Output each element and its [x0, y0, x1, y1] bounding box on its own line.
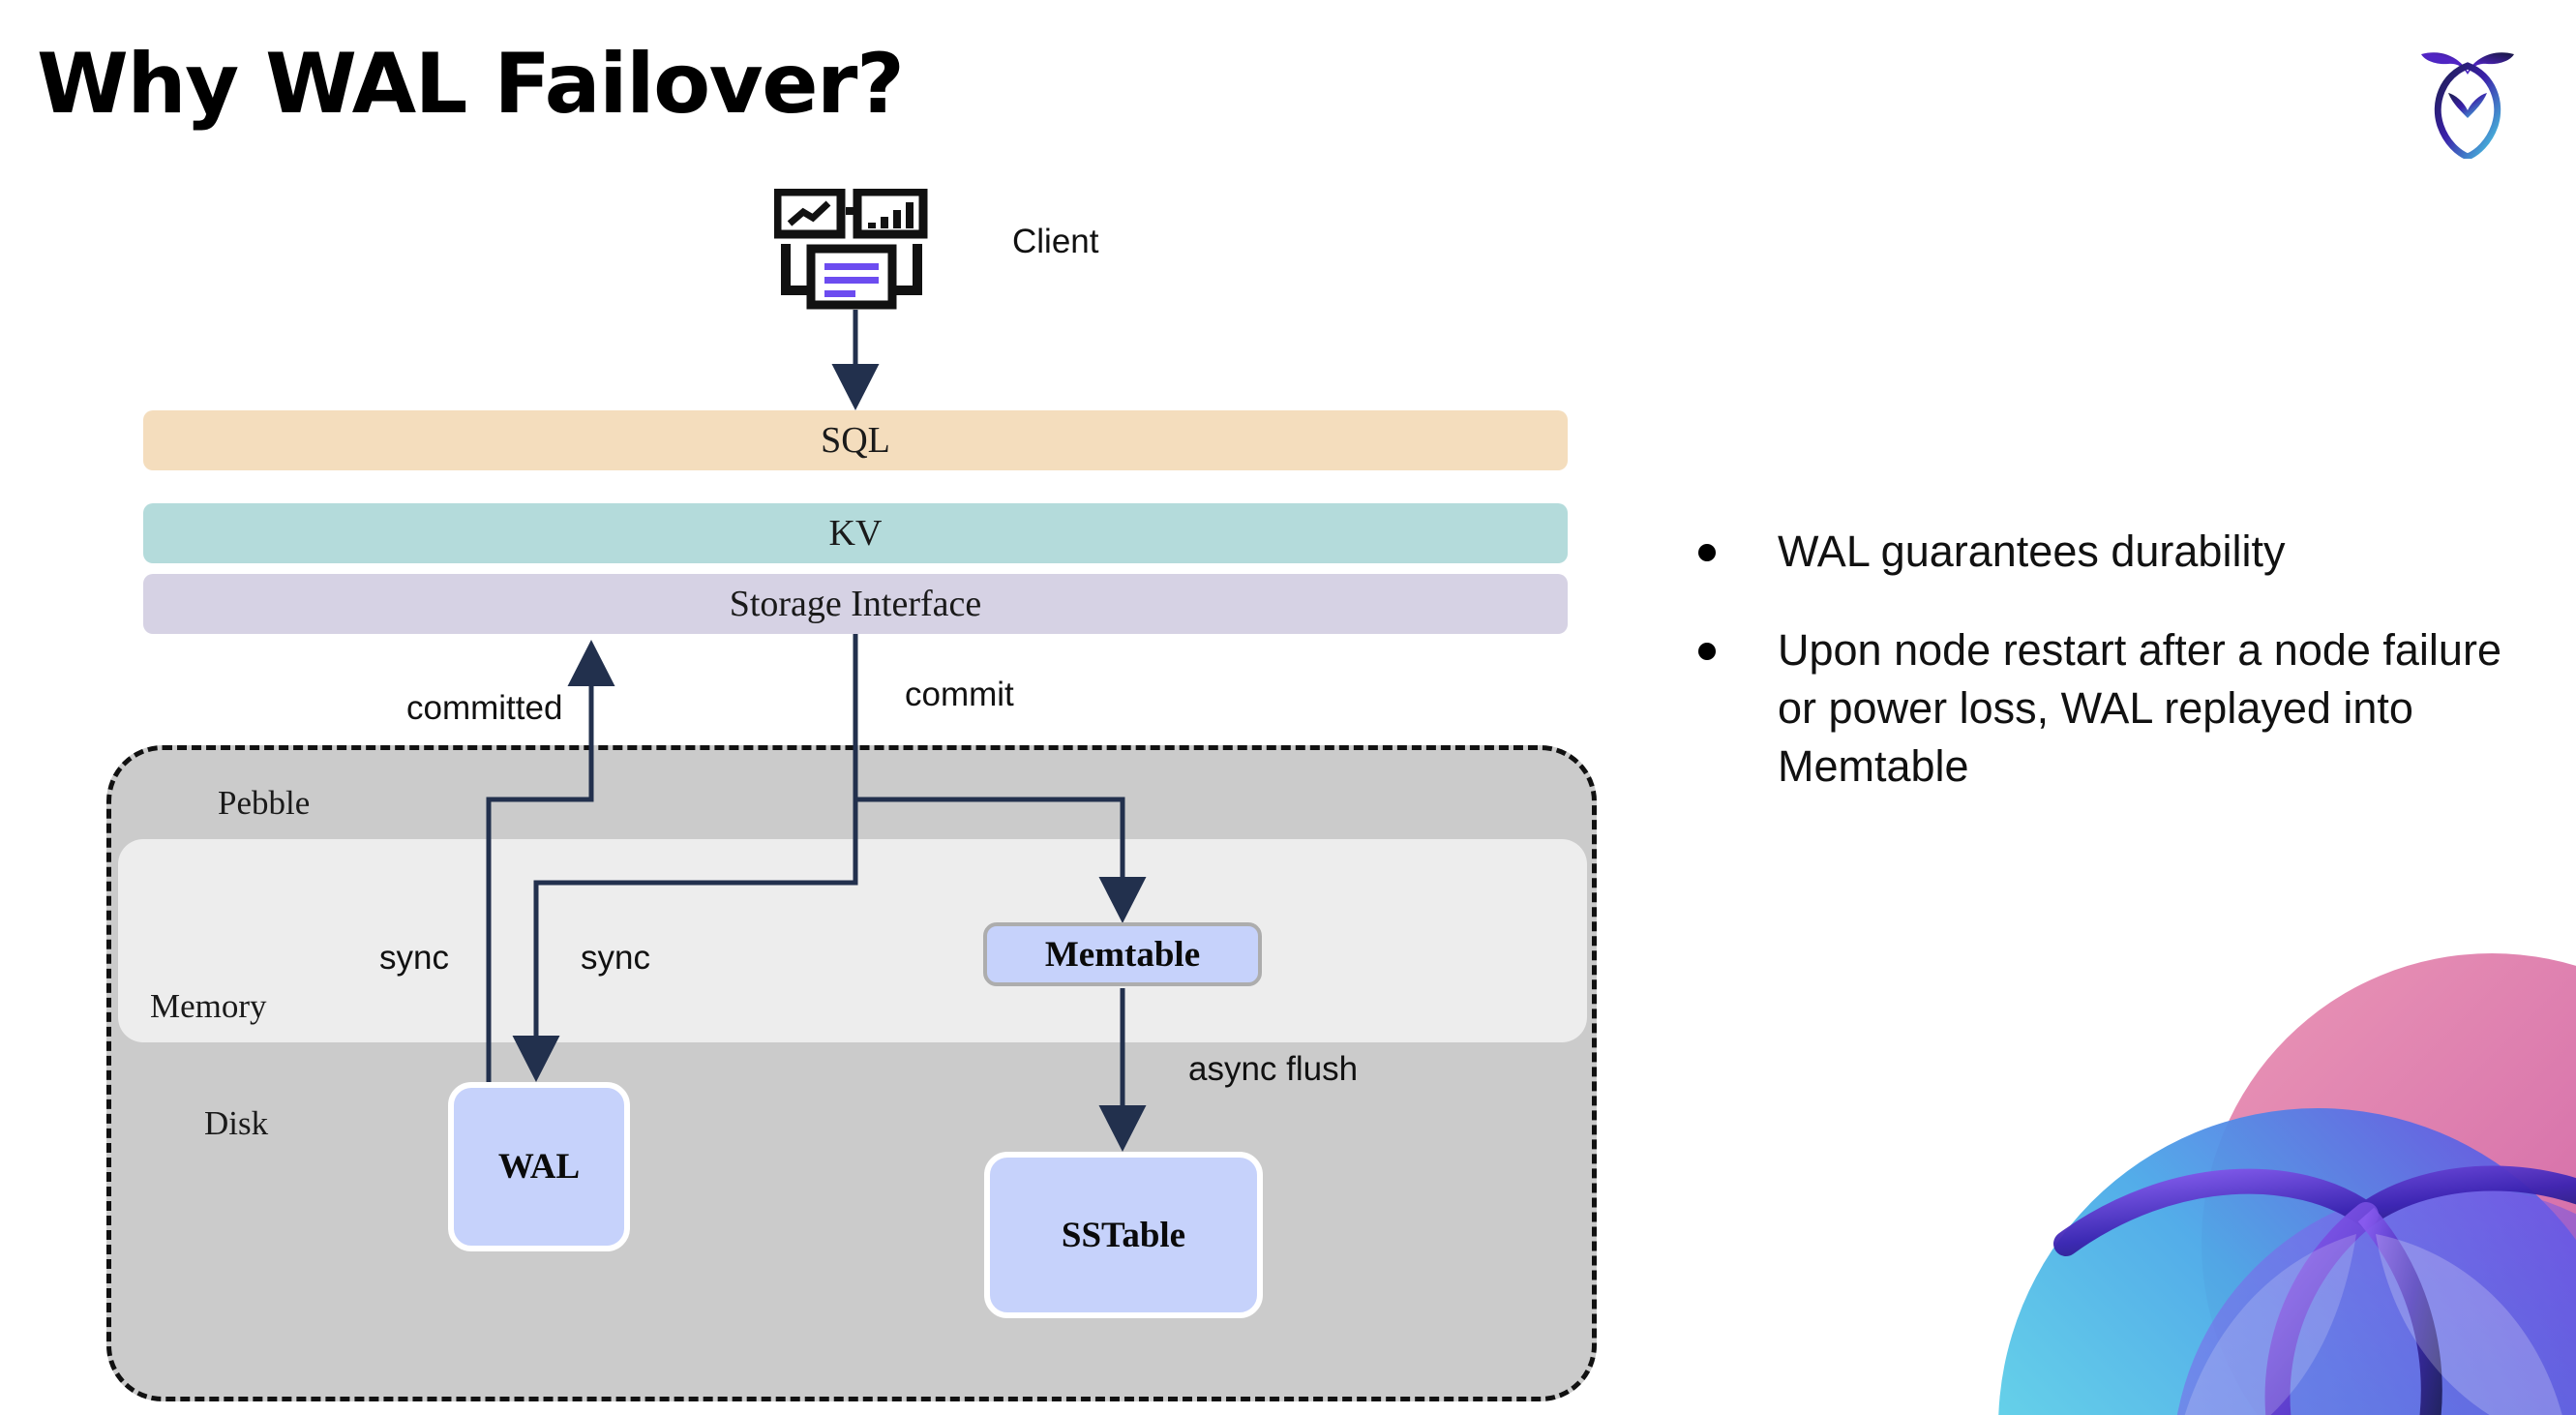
page-title: Why WAL Failover?	[37, 36, 905, 133]
cockroachdb-logo-icon	[2410, 33, 2526, 161]
layer-bar-kv-label: KV	[828, 513, 883, 554]
node-sstable: SSTable	[984, 1152, 1263, 1318]
pebble-label: Pebble	[218, 784, 311, 822]
bullet-text: Upon node restart after a node failure o…	[1778, 624, 2501, 791]
node-memtable-label: Memtable	[1044, 934, 1201, 975]
layer-bar-sql-label: SQL	[821, 420, 890, 461]
client-label: Client	[1012, 223, 1099, 260]
memory-label: Memory	[150, 987, 267, 1025]
memory-region	[118, 839, 1587, 1042]
edge-label-sync-right: sync	[581, 939, 650, 977]
bullet-text: WAL guarantees durability	[1778, 527, 2286, 576]
node-sstable-label: SSTable	[1061, 1215, 1186, 1255]
node-memtable: Memtable	[983, 922, 1262, 986]
bullet-dot-icon	[1698, 544, 1716, 561]
client-dashboard-icon	[772, 187, 929, 310]
edge-label-committed: committed	[406, 689, 563, 727]
edge-label-commit: commit	[905, 676, 1014, 713]
list-item: WAL guarantees durability	[1698, 523, 2511, 581]
layer-bar-storage-interface-label: Storage Interface	[729, 584, 982, 624]
bullet-dot-icon	[1698, 642, 1716, 660]
layer-bar-kv: KV	[143, 503, 1568, 563]
list-item: Upon node restart after a node failure o…	[1698, 621, 2511, 796]
layer-bar-sql: SQL	[143, 410, 1568, 470]
layer-bar-storage-interface: Storage Interface	[143, 574, 1568, 634]
bullet-list: WAL guarantees durability Upon node rest…	[1698, 523, 2511, 835]
decorative-logo-graphic	[1950, 924, 2576, 1415]
edge-label-async-flush: async flush	[1188, 1050, 1359, 1088]
edge-label-sync-left: sync	[379, 939, 449, 977]
disk-label: Disk	[204, 1104, 269, 1142]
node-wal: WAL	[448, 1082, 630, 1251]
node-wal-label: WAL	[497, 1147, 581, 1187]
